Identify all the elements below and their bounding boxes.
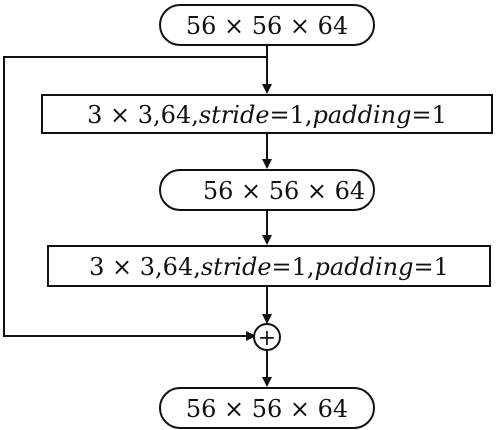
output-node <box>159 387 375 429</box>
skip-connection-arrow <box>3 56 267 341</box>
conv1-box <box>41 94 493 134</box>
conv2-box <box>47 245 491 287</box>
input-node-label: 56 × 56 × 64 <box>186 12 348 40</box>
mid-node-label: 56 × 56 × 64 <box>203 177 365 205</box>
conv2-label: 3 × 3,64,stride=1,padding=1 <box>89 253 449 281</box>
output-node-label: 56 × 56 × 64 <box>186 395 348 423</box>
sum-symbol: + <box>258 326 276 351</box>
conv1-label: 3 × 3,64,stride=1,padding=1 <box>87 101 447 129</box>
